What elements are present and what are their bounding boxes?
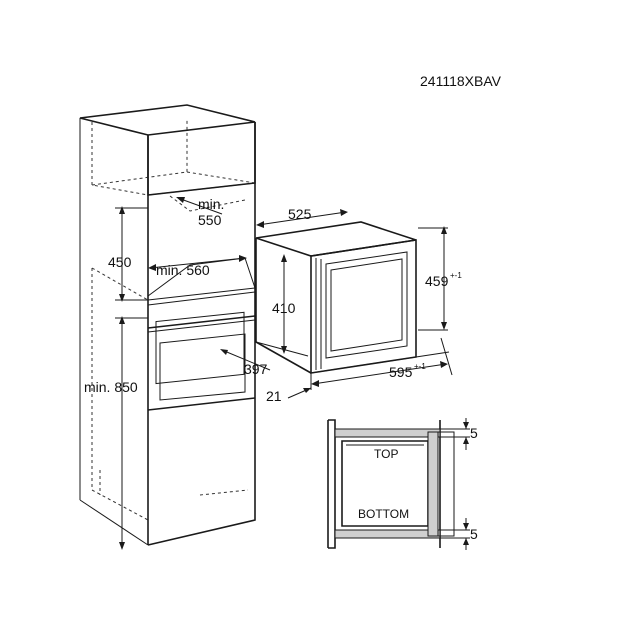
label-bottom: BOTTOM [358, 507, 409, 521]
label-min-550-value: 550 [198, 212, 222, 228]
label-459-tolerance: +-1 [450, 271, 462, 280]
label-min-560: min. 560 [156, 262, 210, 278]
label-459: 459 [425, 273, 449, 289]
cabinet-dimensions [115, 197, 271, 550]
label-21: 21 [266, 388, 282, 404]
label-450: 450 [108, 254, 132, 270]
label-525: 525 [288, 206, 312, 222]
label-top: TOP [374, 447, 398, 461]
section-detail [327, 418, 470, 550]
tall-cabinet [79, 104, 256, 546]
label-397: 397 [244, 361, 268, 377]
appliance-dimensions [256, 209, 453, 399]
label-595-tolerance: +-1 [414, 362, 426, 371]
label-gap-bottom: 5 [470, 526, 478, 542]
label-min-850: min. 850 [84, 379, 138, 395]
label-gap-top: 5 [470, 425, 478, 441]
appliance-drawing [255, 221, 417, 374]
model-code: 241118XBAV [420, 73, 502, 89]
label-595: 595 [389, 364, 413, 380]
label-min-550-prefix: min. [198, 196, 224, 212]
label-410: 410 [272, 300, 296, 316]
